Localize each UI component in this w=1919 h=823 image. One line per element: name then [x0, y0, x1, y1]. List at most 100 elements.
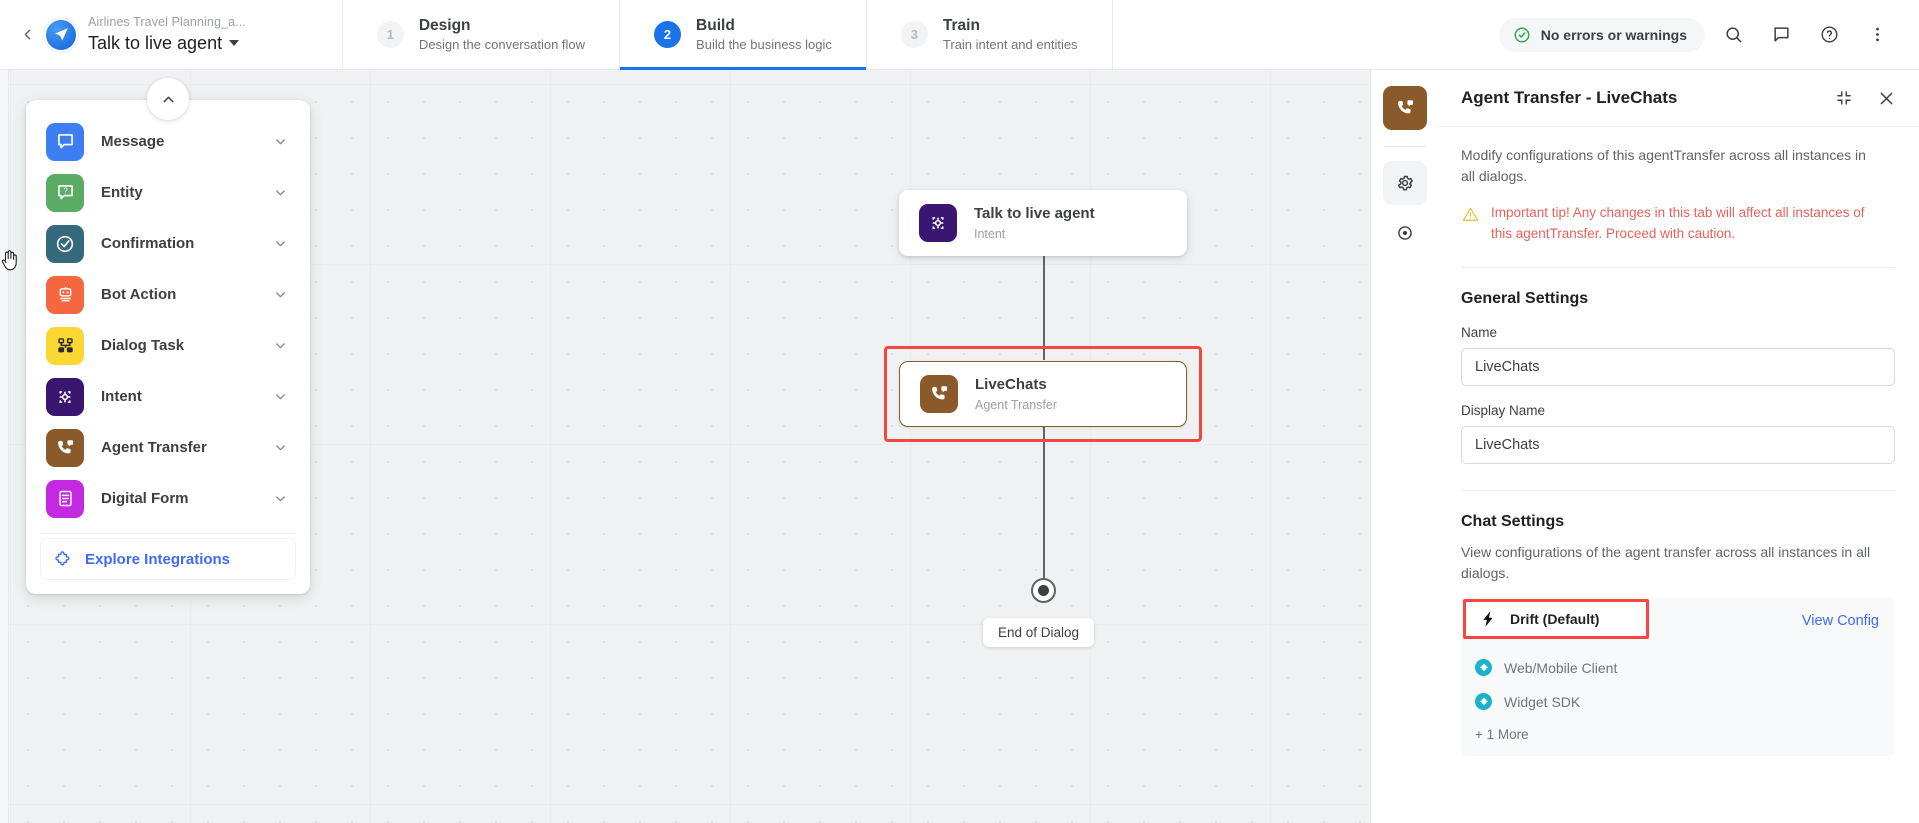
end-of-dialog-node[interactable]: [1031, 578, 1056, 603]
flow-node-intent[interactable]: Talk to live agent Intent: [899, 190, 1187, 256]
comments-button[interactable]: [1761, 15, 1801, 55]
explore-integrations-button[interactable]: Explore Integrations: [40, 538, 296, 580]
chevron-left-icon: [24, 29, 30, 40]
node-title: LiveChats: [975, 376, 1047, 394]
name-label: Name: [1461, 325, 1498, 341]
panel-header: Agent Transfer - LiveChats: [1439, 70, 1919, 127]
agent-transfer-icon: [46, 428, 84, 467]
status-label: No errors or warnings: [1540, 26, 1687, 43]
chevron-down-icon[interactable]: [273, 236, 288, 251]
palette-item-entity[interactable]: ? Entity: [26, 167, 310, 218]
agent-transfer-icon: [1398, 100, 1414, 114]
more-options-button[interactable]: [1857, 15, 1897, 55]
palette-item-intent[interactable]: Intent: [26, 371, 310, 422]
panel-title: Agent Transfer - LiveChats: [1461, 88, 1678, 107]
gear-icon: [1397, 175, 1413, 191]
bot-action-icon: [46, 275, 84, 314]
chevron-down-icon[interactable]: [273, 338, 288, 353]
rail-tab-agent-transfer[interactable]: [1383, 86, 1427, 130]
palette-item-label: Digital Form: [101, 490, 189, 507]
svg-text:?: ?: [63, 186, 68, 195]
chevron-up-icon: [162, 96, 174, 102]
important-tip: Important tip! Any changes in this tab w…: [1461, 203, 1895, 245]
help-icon: [1821, 26, 1837, 43]
palette-item-label: Message: [101, 133, 165, 150]
step-number: 2: [654, 21, 682, 48]
panel-collapse-button[interactable]: [1831, 85, 1857, 111]
tab-build[interactable]: 2 Build Build the business logic: [619, 0, 866, 70]
confirmation-icon: [46, 224, 84, 263]
flow-edge-2: [1043, 427, 1045, 579]
palette-item-bot-action[interactable]: Bot Action: [26, 269, 310, 320]
palette-item-confirmation[interactable]: Confirmation: [26, 218, 310, 269]
step-title: Build: [696, 16, 735, 34]
dialog-task-icon: [46, 326, 84, 365]
panel-close-button[interactable]: [1873, 85, 1899, 111]
channel-name: Web/Mobile Client: [1504, 659, 1618, 676]
page-title-row[interactable]: Talk to live agent: [88, 33, 246, 54]
palette-item-message[interactable]: Message: [26, 116, 310, 167]
flow-node-agent-transfer[interactable]: LiveChats Agent Transfer: [899, 361, 1187, 427]
chevron-down-icon[interactable]: [273, 134, 288, 149]
tab-design[interactable]: 1 Design Design the conversation flow: [341, 0, 619, 70]
flow-edge-1: [1043, 256, 1045, 360]
panel-description: Modify configurations of this agentTrans…: [1461, 147, 1866, 184]
chevron-down-icon[interactable]: [273, 389, 288, 404]
chevron-down-icon[interactable]: [273, 440, 288, 455]
channel-puzzle-icon: [1475, 693, 1492, 711]
back-button[interactable]: [0, 0, 46, 70]
message-icon: [46, 122, 84, 161]
node-subtitle: Intent: [974, 226, 1006, 241]
flow-canvas[interactable]: Message ? Entity: [0, 70, 1370, 823]
channel-puzzle-icon: [1475, 659, 1492, 677]
channel-row-widget-sdk[interactable]: Widget SDK: [1461, 687, 1895, 717]
palette-item-label: Dialog Task: [101, 337, 185, 354]
palette-item-dialog-task[interactable]: Dialog Task: [26, 320, 310, 371]
more-channels-link[interactable]: + 1 More: [1475, 726, 1529, 742]
properties-panel: Agent Transfer - LiveChats: [1370, 70, 1919, 823]
channel-row-web-mobile[interactable]: Web/Mobile Client: [1461, 653, 1895, 683]
section-divider: [1461, 267, 1895, 269]
chevron-down-icon[interactable]: [229, 40, 240, 47]
palette-collapse-button[interactable]: [147, 78, 189, 120]
node-title: Talk to live agent: [974, 205, 1095, 223]
palette-item-label: Entity: [101, 184, 143, 201]
search-icon: [1725, 27, 1741, 43]
search-button[interactable]: [1713, 15, 1753, 55]
tab-train[interactable]: 3 Train Train intent and entities: [865, 0, 1113, 70]
comment-icon: [1773, 27, 1789, 42]
chevron-down-icon[interactable]: [273, 185, 288, 200]
header-actions: No errors or warnings: [1498, 15, 1919, 55]
chevron-down-icon[interactable]: [273, 491, 288, 506]
display-name-input[interactable]: [1461, 426, 1895, 465]
status-badge[interactable]: No errors or warnings: [1498, 17, 1705, 52]
rail-tab-settings[interactable]: [1383, 161, 1427, 205]
explore-integrations-label: Explore Integrations: [85, 550, 231, 568]
help-button[interactable]: [1809, 15, 1849, 55]
palette-item-agent-transfer[interactable]: Agent Transfer: [26, 422, 310, 473]
panel-content[interactable]: Modify configurations of this agentTrans…: [1439, 127, 1919, 823]
more-vertical-icon: [1875, 27, 1879, 42]
general-settings-title: General Settings: [1461, 290, 1589, 308]
channel-name: Widget SDK: [1504, 693, 1581, 710]
chat-provider-name: Drift (Default): [1507, 612, 1597, 629]
chevron-down-icon[interactable]: [273, 287, 288, 302]
mouse-cursor: [1, 250, 17, 271]
build-steps: 1 Design Design the conversation flow 2 …: [341, 0, 1113, 70]
step-title: Train: [942, 16, 980, 34]
important-tip-text: Important tip! Any changes in this tab w…: [1491, 205, 1865, 242]
chat-provider-row[interactable]: Drift (Default) View Config: [1461, 601, 1895, 641]
header-titles: Airlines Travel Planning_a... Talk to li…: [88, 15, 246, 53]
chat-settings-title: Chat Settings: [1461, 513, 1565, 531]
canvas-scrollbar[interactable]: [0, 70, 9, 823]
top-header: Airlines Travel Planning_a... Talk to li…: [0, 0, 1919, 70]
chat-settings-description: View configurations of the agent transfe…: [1461, 544, 1871, 581]
name-input[interactable]: [1461, 348, 1895, 387]
node-subtitle: Agent Transfer: [975, 397, 1057, 412]
step-description: Train intent and entities: [942, 37, 1078, 53]
view-config-link[interactable]: View Config: [1801, 612, 1879, 629]
palette-item-digital-form[interactable]: Digital Form: [26, 473, 310, 524]
rail-tab-target[interactable]: [1383, 211, 1427, 255]
drift-bolt-icon: [1480, 612, 1490, 629]
